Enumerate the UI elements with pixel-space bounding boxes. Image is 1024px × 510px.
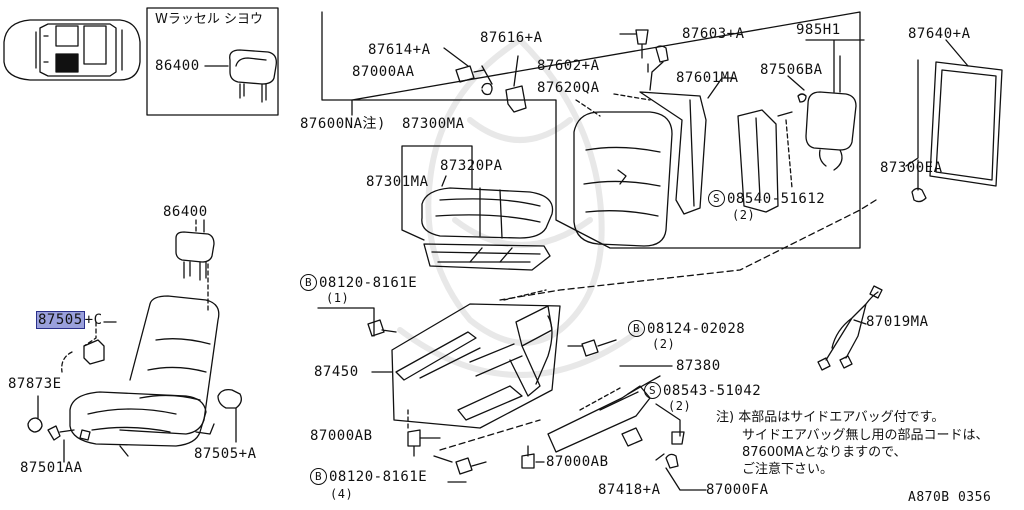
part-87640a[interactable]: 87640+A	[908, 26, 971, 42]
part-87620qa[interactable]: 87620QA	[537, 80, 600, 96]
part-87505c[interactable]: 87505+C	[36, 311, 103, 329]
part-08543-number: 08543-51042	[663, 383, 762, 399]
part-87505c-suffix: +C	[84, 312, 103, 328]
inset-title: Wラッセル シヨウ	[155, 12, 263, 27]
seatback-drawing	[573, 91, 707, 247]
part-08540-number: 08540-51612	[727, 191, 826, 207]
screw-marker-icon: S	[708, 190, 725, 207]
part-87873e[interactable]: 87873E	[8, 376, 62, 392]
car-location-icon	[3, 19, 141, 81]
part-87616a[interactable]: 87616+A	[480, 30, 543, 46]
part-08120b-qty: (4)	[330, 487, 354, 501]
seatback-box	[321, 11, 861, 249]
part-985h1[interactable]: 985H1	[796, 22, 841, 38]
bolt-marker-icon: B	[310, 468, 327, 485]
part-87019ma[interactable]: 87019MA	[866, 314, 929, 330]
part-08540-qty: (2)	[732, 208, 756, 222]
part-87614a[interactable]: 87614+A	[368, 42, 431, 58]
part-87506ba[interactable]: 87506BA	[760, 62, 823, 78]
part-08124-number: 08124-02028	[647, 321, 746, 337]
part-08120a-qty: (1)	[326, 291, 350, 305]
part-87000ab-left[interactable]: 87000AB	[310, 428, 373, 444]
part-08120a-number: 08120-8161E	[319, 275, 418, 291]
part-87418a[interactable]: 87418+A	[598, 482, 661, 498]
part-87380[interactable]: 87380	[676, 358, 721, 374]
inset-box	[146, 7, 279, 116]
note-line-3: 87600MAとなりますので、	[742, 445, 907, 460]
part-87450[interactable]: 87450	[314, 364, 359, 380]
diagram-code: A870B 0356	[908, 490, 992, 505]
part-87300ea[interactable]: 87300EA	[880, 160, 943, 176]
part-87000fa[interactable]: 87000FA	[706, 482, 769, 498]
wire-harness-drawing	[817, 285, 883, 371]
seatback-board-drawing	[911, 61, 1003, 203]
part-87505c-highlight[interactable]: 87505	[36, 311, 85, 329]
note-line-1: 注) 本部品はサイドエアバッグ付です。	[716, 410, 945, 425]
part-08543-qty: (2)	[668, 399, 692, 413]
seat-cushion-drawing	[421, 187, 554, 271]
part-87300ma[interactable]: 87300MA	[402, 116, 465, 132]
part-87505a[interactable]: 87505+A	[194, 446, 257, 462]
watermark-emblem	[397, 37, 643, 378]
part-87602a[interactable]: 87602+A	[537, 58, 600, 74]
inset-part-86400[interactable]: 86400	[155, 58, 200, 74]
part-87601ma[interactable]: 87601MA	[676, 70, 739, 86]
part-87000ab-right[interactable]: 87000AB	[546, 454, 609, 470]
airbag-module-drawing	[737, 91, 857, 213]
note-line-4: ご注意下さい。	[742, 462, 834, 477]
hardware-top	[455, 29, 807, 113]
part-87501aa[interactable]: 87501AA	[20, 460, 83, 476]
part-86400-headrest[interactable]: 86400	[163, 204, 208, 220]
part-87301ma[interactable]: 87301MA	[366, 174, 429, 190]
part-87000aa[interactable]: 87000AA	[352, 64, 415, 80]
part-08124-qty: (2)	[652, 337, 676, 351]
seat-assembly-left	[27, 231, 242, 457]
inset-headrest-drawing	[229, 49, 277, 103]
part-08120b-number: 08120-8161E	[329, 469, 428, 485]
note-line-2: サイドエアバッグ無し用の部品コードは、	[742, 428, 989, 443]
part-87600na[interactable]: 87600NA注)	[300, 116, 386, 132]
bolt-marker-icon: B	[300, 274, 317, 291]
bolt-marker-icon: B	[628, 320, 645, 337]
part-87320pa[interactable]: 87320PA	[440, 158, 503, 174]
bolts-drawing	[367, 319, 685, 475]
part-87603a[interactable]: 87603+A	[682, 26, 745, 42]
screw-marker-icon: S	[644, 382, 661, 399]
seat-frame-drawing	[391, 303, 561, 429]
